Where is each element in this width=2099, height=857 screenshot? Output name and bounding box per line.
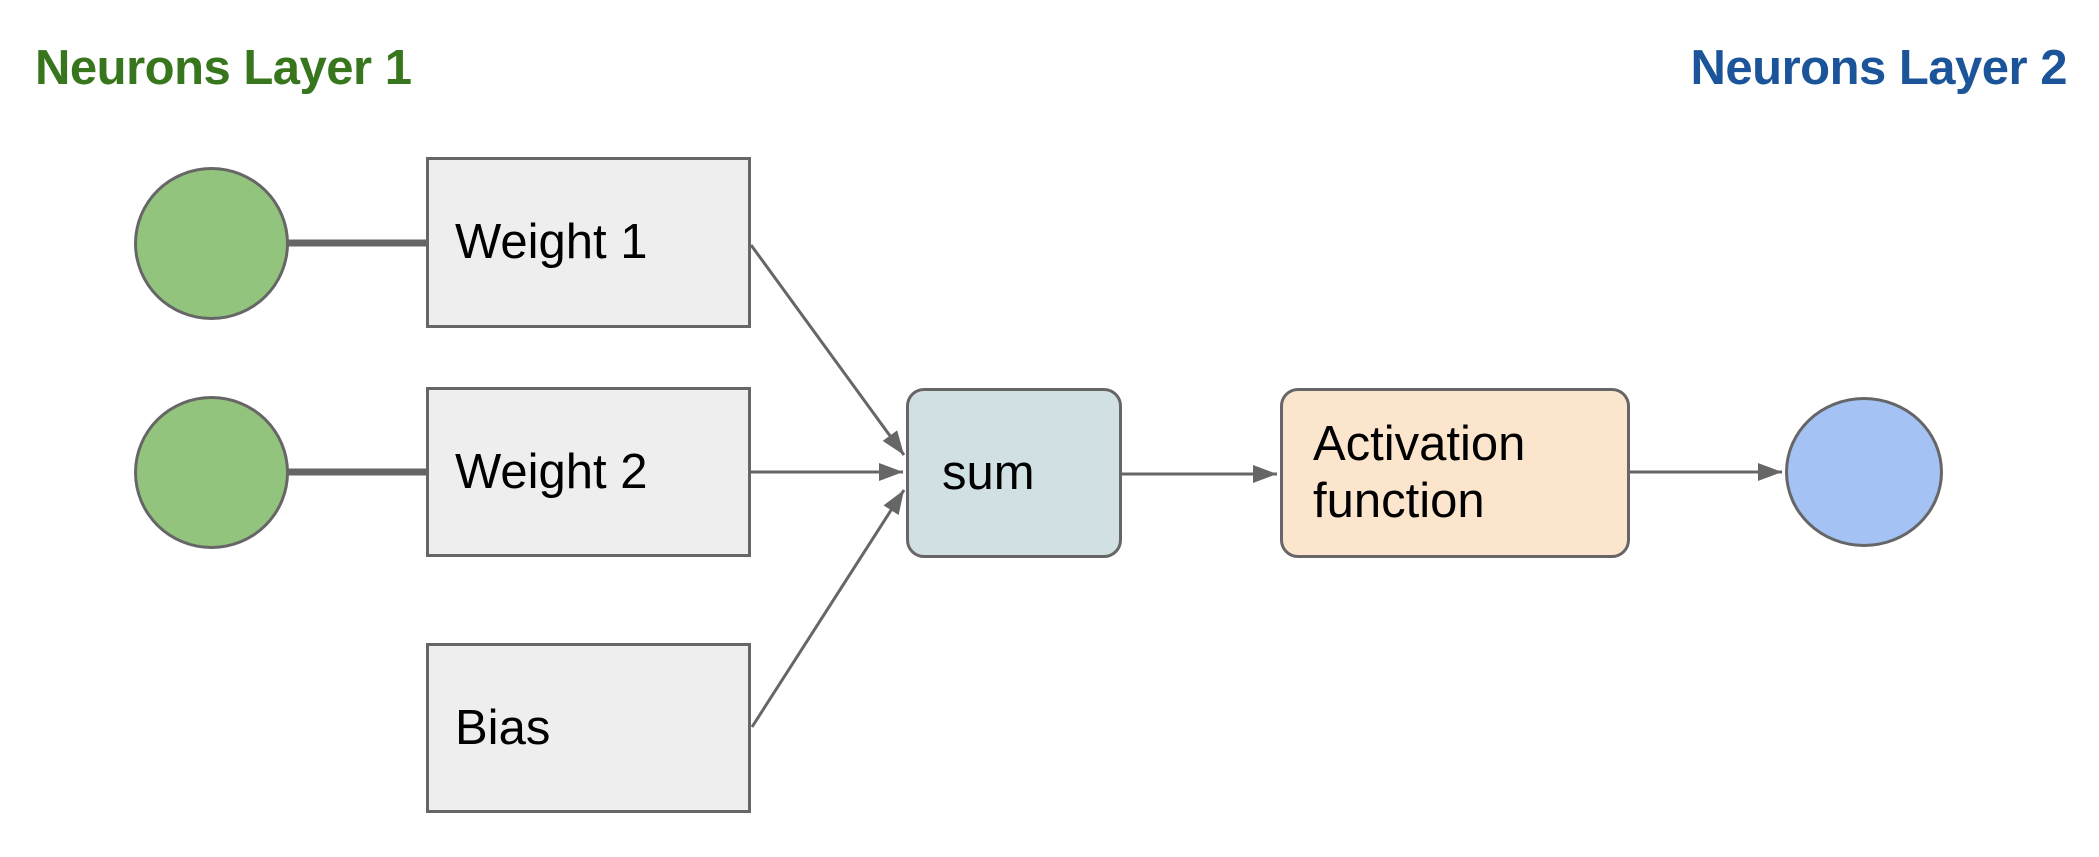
edge-weight1-sum bbox=[749, 244, 906, 456]
sum-box: sum bbox=[906, 388, 1122, 558]
layer2-title: Neurons Layer 2 bbox=[1690, 41, 2068, 95]
input-neuron-1 bbox=[134, 167, 289, 320]
input-neuron-2 bbox=[134, 396, 289, 549]
activation-label: Activation function bbox=[1313, 417, 1526, 528]
sum-label: sum bbox=[942, 445, 1035, 500]
bias-box: Bias bbox=[426, 643, 751, 813]
weight1-box: Weight 1 bbox=[426, 157, 751, 328]
layer1-title: Neurons Layer 1 bbox=[35, 41, 412, 95]
bias-label: Bias bbox=[455, 700, 551, 755]
activation-box: Activation function bbox=[1280, 388, 1630, 558]
weight1-label: Weight 1 bbox=[455, 215, 648, 270]
weight2-label: Weight 2 bbox=[455, 444, 648, 499]
output-neuron bbox=[1785, 397, 1943, 547]
weight2-box: Weight 2 bbox=[426, 387, 751, 557]
edge-bias-sum bbox=[750, 489, 906, 728]
